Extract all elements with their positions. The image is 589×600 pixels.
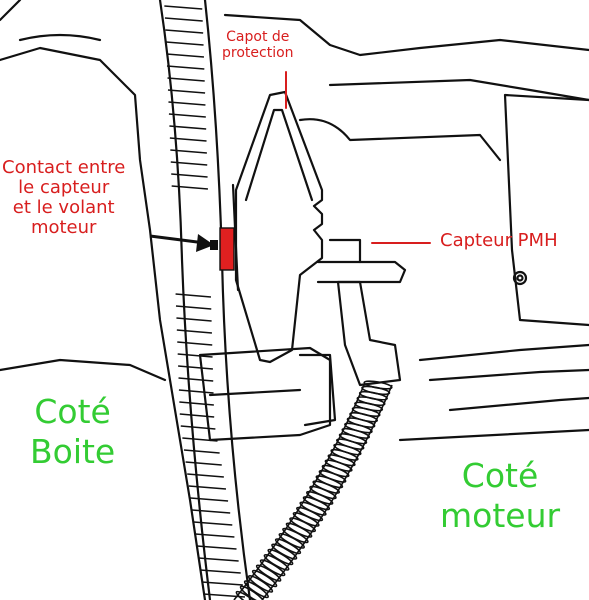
contact-line-4: moteur (30, 217, 97, 239)
gearbox-housing-lower (0, 358, 167, 382)
cote-moteur-line-2: moteur (440, 496, 561, 536)
sensor-cable (233, 380, 393, 600)
cover-inner-edge (244, 108, 314, 202)
engine-block-rib (298, 118, 502, 162)
cote-moteur-line-1: Coté (461, 456, 539, 495)
label-capteur-pmh: Capteur PMH (440, 230, 558, 251)
capteur-pmh-text: Capteur PMH (440, 230, 558, 251)
contact-line-2: le capteur (18, 177, 110, 199)
label-cote-boite: Coté Boite (30, 392, 115, 473)
contact-line-3: et le volant (12, 197, 115, 219)
contact-leader-arrow (149, 234, 214, 252)
mounting-nut (298, 353, 337, 427)
engine-right-lower (418, 343, 589, 412)
label-cote-moteur: Coté moteur (440, 456, 560, 537)
flywheel-teeth (164, 5, 246, 598)
sensor-bracket (316, 260, 407, 284)
sensor-body (336, 280, 402, 387)
label-contact-capteur-volant: Contact entre le capteur et le volant mo… (2, 157, 126, 239)
gearbox-housing-top (0, 0, 102, 42)
engine-block-window (503, 93, 589, 327)
sensor-bracket-inner (328, 238, 362, 264)
mounting-block (198, 346, 332, 442)
mounting-block-shade (208, 388, 302, 397)
label-capot-de-protection: Capot de protection (222, 29, 294, 61)
cote-boite-line-1: Coté (34, 392, 111, 431)
engine-block-panel (328, 78, 589, 102)
bolt-head (512, 270, 528, 286)
bolt-center (516, 274, 524, 282)
capot-line-2: protection (222, 44, 294, 61)
protective-cover (234, 90, 324, 364)
engine-right-base (398, 428, 589, 442)
flywheel-inner-rim (203, 0, 252, 600)
cote-boite-line-2: Boite (30, 432, 116, 472)
contact-line-1: Contact entre (2, 157, 126, 178)
capot-line-1: Capot de (226, 29, 290, 45)
flywheel-outer-rim (158, 0, 212, 600)
engine-block-top (223, 13, 589, 57)
contact-plate (231, 183, 240, 292)
gearbox-housing-outline (0, 46, 207, 600)
sensor-contact-tip (219, 227, 235, 271)
